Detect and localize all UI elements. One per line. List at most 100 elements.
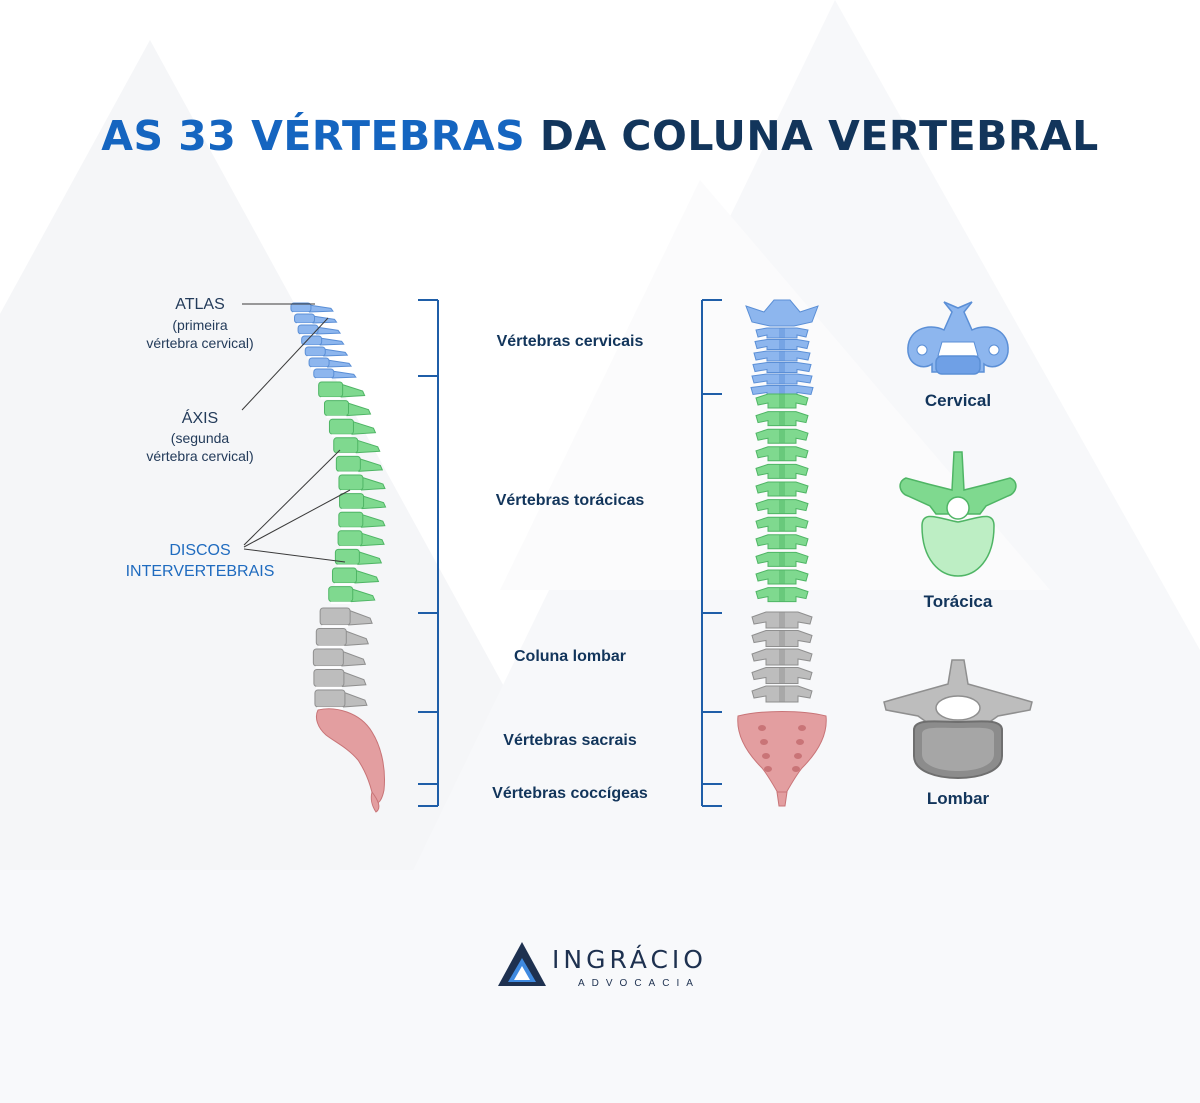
thoracic-vertebra: [755, 428, 809, 444]
axis-desc: (segunda vértebra cervical): [130, 429, 270, 465]
thoracic-foramen: [946, 496, 970, 520]
atlas-desc-1: (primeira: [172, 317, 228, 333]
disc-leader-1: [243, 449, 341, 546]
vertebra-body: [318, 381, 344, 398]
vertebra-body: [297, 324, 319, 335]
spinous-process: [779, 362, 785, 373]
spinous-process: [779, 482, 785, 496]
vertebra-body: [323, 400, 349, 417]
sacrum-front: [737, 711, 827, 801]
vertebra-process: [326, 359, 353, 368]
vertebra-process: [346, 402, 372, 417]
intervertebral-disc: [303, 345, 320, 348]
axis-desc-2: vértebra cervical): [146, 448, 254, 464]
vertebra-body: [338, 511, 364, 528]
thoracic-vertebra: [755, 551, 809, 567]
cervical-vertebra: [751, 373, 813, 385]
vertebra-process: [341, 650, 367, 667]
lumbar-vertebra: [751, 630, 813, 647]
thoracic-vertebra: [755, 411, 809, 427]
title-accent: AS 33 VÉRTEBRAS: [101, 112, 526, 160]
thoracic-body: [921, 515, 995, 577]
spinous-process: [779, 464, 785, 479]
lumbar-vertebra: [751, 648, 813, 666]
thoracic-vertebra-detail: [899, 451, 1017, 515]
cervical-vertebra: [752, 362, 812, 373]
leader-lines: [241, 303, 351, 563]
vertebra-body: [338, 474, 364, 491]
vertebra-body: [337, 530, 363, 547]
vertebra-process: [316, 326, 342, 335]
type-thoracic-label: Torácica: [923, 592, 993, 611]
vertebra-process: [360, 513, 386, 528]
lumbar-vertebra: [751, 667, 813, 684]
thoracic-vertebra: [755, 463, 809, 479]
spinous-process: [779, 534, 785, 549]
cervical-foramen: [937, 341, 979, 357]
vertebra-process: [354, 569, 380, 584]
thoracic-vertebra: [755, 569, 809, 585]
lumbar-body-inner: [922, 727, 994, 771]
type-cervical-label: Cervical: [924, 391, 992, 410]
atlas-label: ATLAS: [160, 295, 240, 314]
cervical-vertebra: [753, 350, 811, 362]
discs-line-1: DISCOS: [169, 542, 231, 559]
intervertebral-disc: [318, 645, 345, 648]
axis-label: ÁXIS: [160, 409, 240, 428]
thoracic-vertebra: [755, 393, 809, 409]
vertebra-process: [308, 304, 334, 313]
intervertebral-disc: [322, 625, 349, 628]
spinous-process: [779, 630, 785, 647]
axis-desc-1: (segunda: [170, 430, 230, 446]
intervertebral-disc: [340, 490, 361, 493]
intervertebral-disc: [307, 356, 324, 359]
intervertebral-disc: [315, 378, 332, 381]
spinous-process: [779, 411, 785, 426]
lumbar-vertebra: [751, 685, 813, 703]
vertebra-body: [313, 368, 335, 379]
atlas-desc-2: vértebra cervical): [146, 335, 254, 351]
intervertebral-disc: [326, 415, 347, 419]
thoracic-vertebra: [755, 534, 809, 550]
spinous-process: [779, 429, 785, 444]
cervical-vertebra: [755, 327, 809, 339]
spinous-process: [779, 649, 785, 665]
sacral-foramen: [758, 725, 766, 731]
vertebra-process: [319, 337, 345, 346]
region-coccygeal: Vértebras coccígeas: [492, 785, 648, 802]
vertebra-process: [323, 348, 349, 357]
vertebra-body: [334, 548, 360, 565]
transverse-foramen: [988, 344, 1000, 356]
vertebra-process: [361, 495, 387, 510]
vertebra-body: [328, 586, 354, 603]
sacral-foramen: [794, 753, 802, 759]
vertebra-body: [333, 437, 359, 454]
vertebra-body: [328, 418, 354, 435]
spinous-process: [779, 339, 785, 350]
spinous-process: [779, 351, 785, 361]
spinous-process: [779, 328, 785, 338]
intervertebral-disc: [300, 334, 317, 337]
disc-leader-3: [243, 548, 346, 563]
brand-logo-icon: [498, 942, 546, 986]
atlas-vertebra: [745, 299, 819, 327]
disc-leader-2: [243, 489, 351, 548]
vertebra-body: [315, 628, 347, 646]
brand-subtitle: ADVOCACIA: [578, 978, 700, 989]
vertebra-process: [340, 383, 366, 398]
axis-leader: [241, 317, 329, 411]
thoracic-vertebra: [755, 499, 809, 515]
intervertebral-disc: [316, 707, 343, 710]
intervertebral-disc: [315, 686, 342, 689]
lumbar-foramen: [935, 695, 981, 721]
vertebra-body: [308, 357, 330, 368]
vertebra-body: [313, 669, 345, 687]
cervical-vertebra-detail: [907, 301, 1009, 373]
spinous-process: [779, 570, 785, 584]
type-lumbar-label: Lombar: [926, 789, 990, 808]
spinous-process: [779, 394, 785, 408]
vertebra-process: [357, 550, 383, 565]
thoracic-vertebra: [755, 446, 809, 462]
